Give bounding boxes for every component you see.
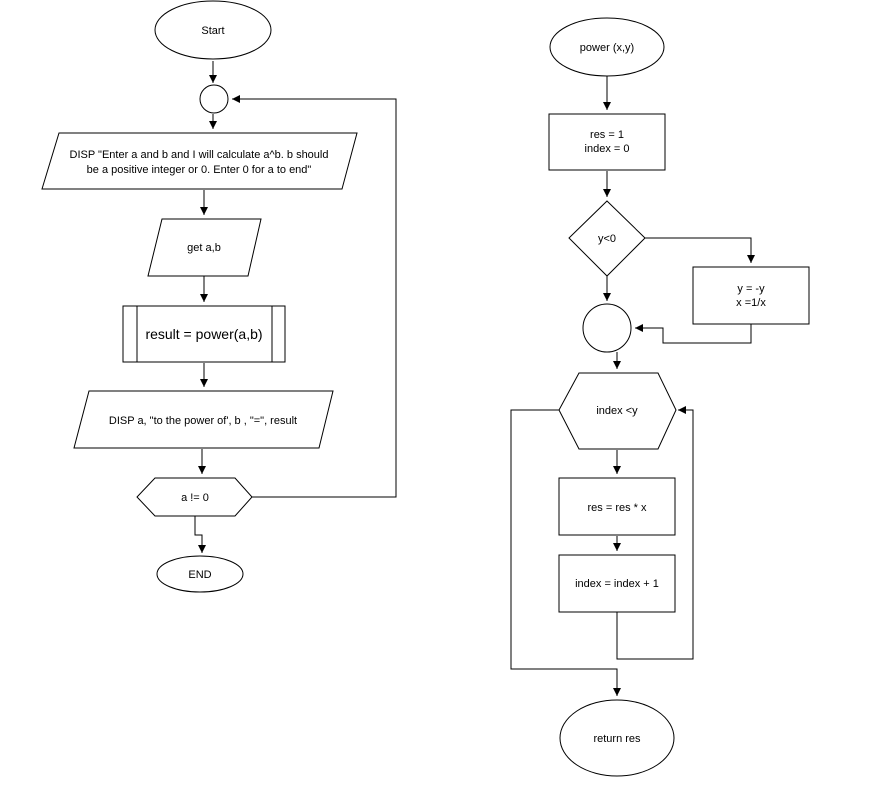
init-box (548, 113, 666, 171)
init-line-1: res = 1 (590, 129, 624, 141)
edge-loop-exit-to-return (510, 409, 621, 696)
process-box (122, 305, 286, 363)
start-terminator (154, 0, 272, 60)
loop-condition-label: index <y (596, 405, 638, 417)
disp-result-box (73, 390, 334, 449)
edge-increment-loop-back (616, 406, 694, 660)
multiply-label: res = res * x (588, 502, 647, 514)
edge-loop-back (232, 95, 397, 498)
disp-prompt-line-1: DISP "Enter a and b and I will calculate… (70, 149, 329, 161)
return-label: return res (593, 733, 641, 745)
loop-condition-label: a != 0 (181, 492, 209, 504)
negative-check-diamond (568, 200, 646, 277)
init-line-2: index = 0 (585, 143, 630, 155)
negate-line-1: y = -y (737, 283, 765, 295)
end-label: END (188, 569, 211, 581)
loop-connector (199, 84, 229, 114)
disp-prompt-line-2: be a positive integer or 0. Enter 0 for … (87, 164, 312, 176)
input-box (147, 218, 262, 277)
right-flowchart: power (x,y) res = 1 index = 0 y<0 y = -y… (510, 17, 810, 777)
start-label: Start (201, 25, 224, 37)
negate-box (692, 266, 810, 325)
edge-decision-yes-to-negate (645, 237, 755, 263)
loop-condition-hexagon (558, 372, 677, 450)
negative-check-label: y<0 (598, 233, 616, 245)
negate-line-2: x =1/x (736, 297, 766, 309)
multiply-box (558, 477, 676, 536)
end-terminator (156, 555, 244, 593)
function-label: power (x,y) (580, 42, 634, 54)
disp-result-label: DISP a, "to the power of', b , "=", resu… (109, 415, 297, 427)
function-terminator (549, 17, 665, 77)
disp-prompt-box (41, 132, 358, 190)
edge-negate-to-connector (635, 324, 752, 344)
input-label: get a,b (187, 242, 221, 254)
merge-connector (582, 303, 632, 353)
edge-decision-to-end (194, 516, 206, 553)
process-label: result = power(a,b) (145, 326, 262, 342)
loop-condition-hexagon (136, 477, 253, 517)
increment-box (558, 554, 676, 613)
increment-label: index = index + 1 (575, 578, 659, 590)
left-flowchart: Start DISP "Enter a and b and I will cal… (41, 0, 397, 593)
return-terminator (559, 699, 675, 777)
